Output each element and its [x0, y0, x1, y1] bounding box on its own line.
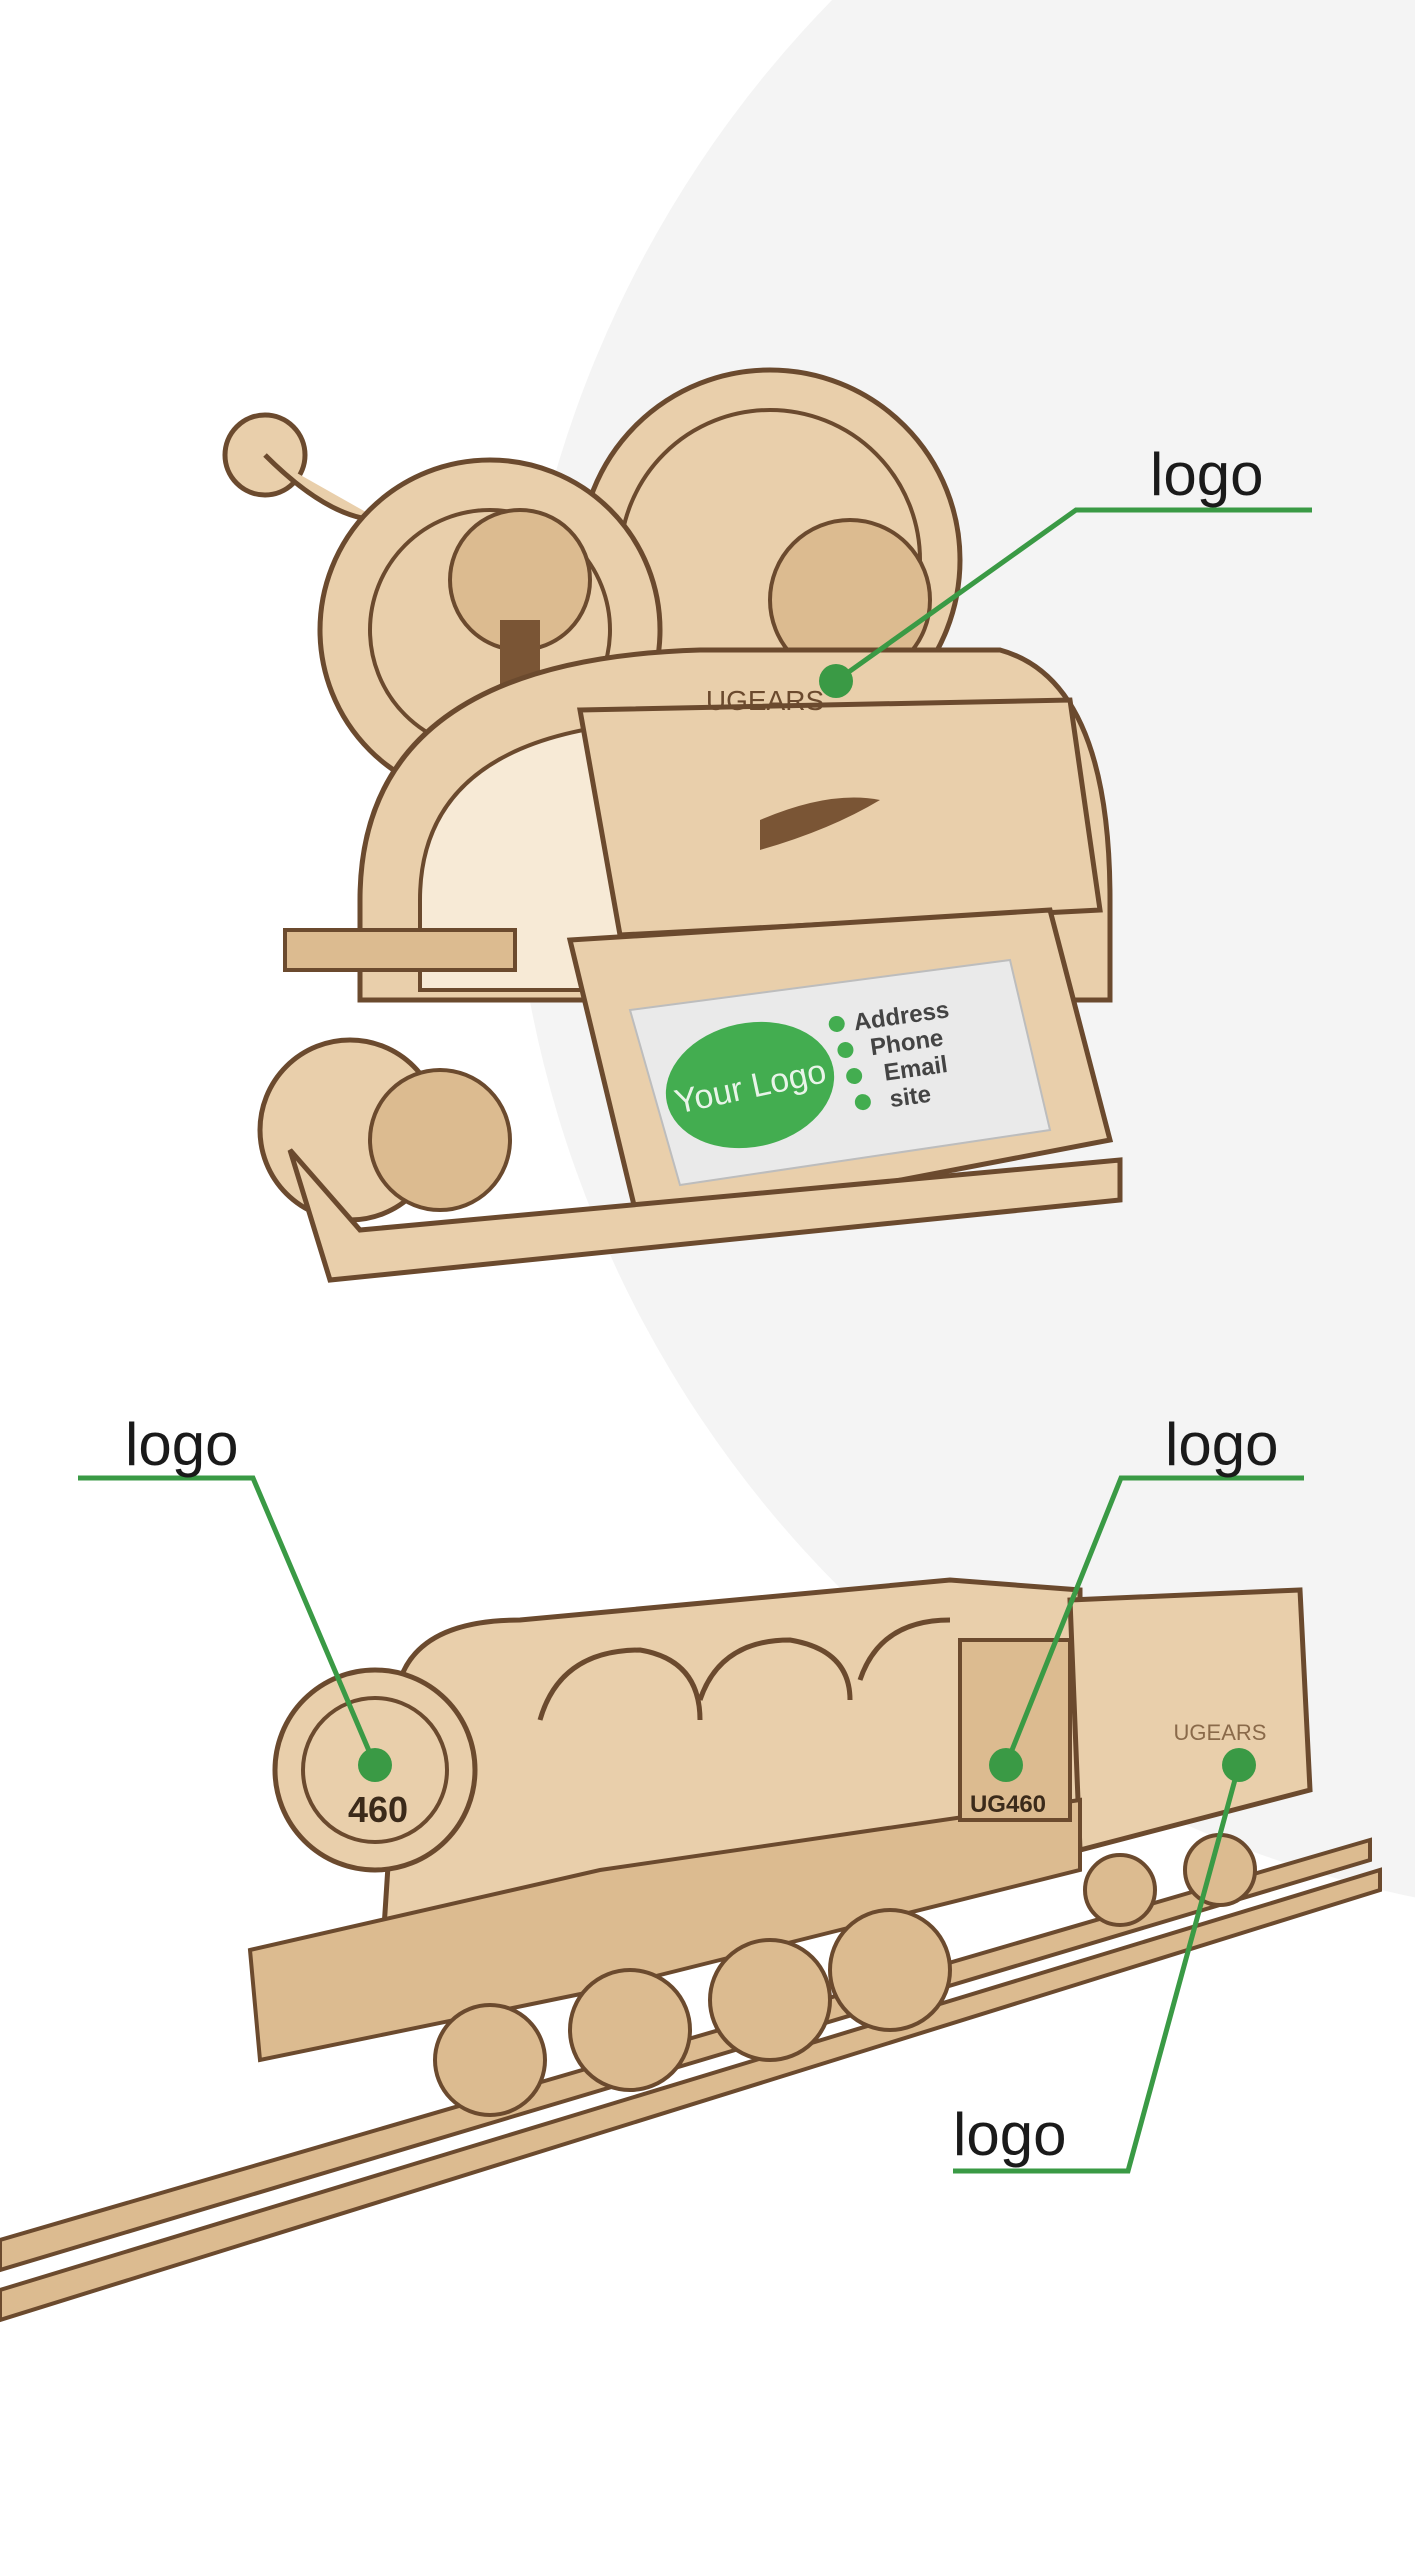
card-contact-list: Address Phone Email site	[828, 996, 951, 1113]
card-holder-model: Your Logo Address Phone Email site UGEAR…	[222, 367, 1123, 1283]
base-plate	[287, 1148, 1123, 1283]
callout-line	[953, 1764, 1242, 2174]
callout-tender: logo	[953, 1748, 1256, 2174]
callout-dot	[358, 1748, 392, 1782]
cab-number: UG460	[970, 1791, 1046, 1818]
email-bullet-icon	[846, 1068, 863, 1085]
locomotive-model: UGEARS	[0, 1577, 1382, 2323]
tender-brand-engraving: UGEARS	[1174, 1720, 1267, 1745]
tender-wheel	[1183, 1833, 1257, 1907]
callout-smokebox: logo	[78, 1411, 392, 1782]
lid-cutout	[760, 797, 880, 850]
phone-bullet-icon	[837, 1042, 854, 1059]
callout-label: logo	[125, 1411, 238, 1478]
callout-dot	[819, 664, 853, 698]
callout-line	[834, 507, 1312, 684]
tender-wheel	[1083, 1853, 1157, 1927]
callout-dot	[989, 1748, 1023, 1782]
tender	[1067, 1587, 1313, 1854]
smokebox-number: 460	[348, 1789, 408, 1830]
side-shelf	[283, 928, 517, 972]
callout-top: logo	[819, 441, 1312, 698]
lower-gear	[368, 1068, 512, 1212]
callout-line	[1003, 1475, 1304, 1766]
callout-label: logo	[1150, 441, 1263, 508]
callout-dot	[1222, 1748, 1256, 1782]
card-site: site	[888, 1081, 933, 1113]
cab	[958, 1638, 1072, 1822]
callout-label: logo	[1165, 1411, 1278, 1478]
wheel	[433, 2003, 547, 2117]
callout-cab: logo	[989, 1411, 1304, 1782]
callout-line	[78, 1475, 378, 1766]
wheel	[708, 1938, 832, 2062]
wheel	[828, 1908, 952, 2032]
callout-label: logo	[953, 2101, 1066, 2168]
smokebox-ring	[301, 1696, 449, 1844]
box-brand-engraving: UGEARS	[706, 685, 824, 716]
site-bullet-icon	[854, 1094, 871, 1111]
address-bullet-icon	[828, 1015, 845, 1032]
wheel	[568, 1968, 692, 2092]
locomotive-chassis	[247, 1797, 1082, 2063]
card-logo-circle	[665, 1021, 835, 1149]
boiler-ribs	[537, 1617, 951, 1721]
